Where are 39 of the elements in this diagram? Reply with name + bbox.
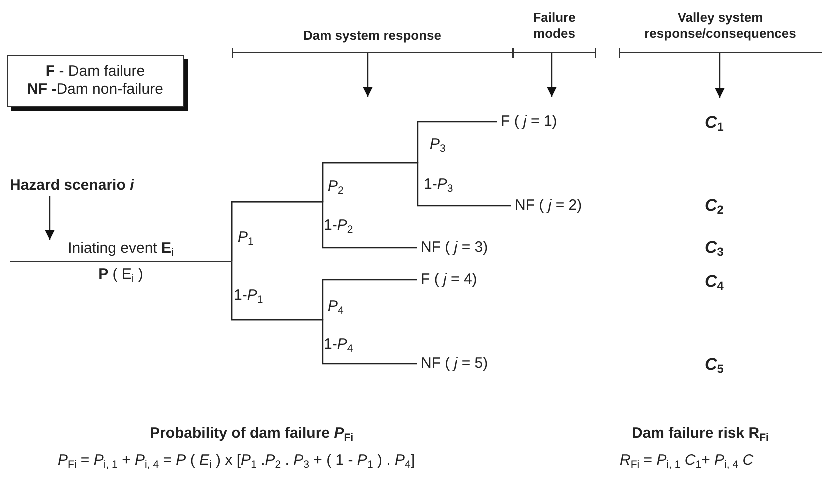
key-text: F - Dam failure [46, 63, 146, 81]
header-text: Valley system response/consequences [644, 10, 798, 42]
arrow [547, 53, 557, 97]
outcome-label: NF ( j = 3) [421, 239, 488, 257]
branch-probability: P$_{4}$ [328, 298, 344, 316]
consequence-label: C$_{2}$ [705, 197, 724, 215]
event-text: Iniating event E$_{i}$ [67, 240, 175, 258]
arrow [45, 196, 55, 240]
branch-probability: 1-P$_{1}$ [234, 287, 264, 305]
outcome-label: F ( j = 4) [421, 271, 478, 289]
arrow [715, 53, 725, 98]
branch-line [231, 261, 417, 365]
formula-heading: Dam failure risk R$_{Fi}$ [632, 425, 769, 443]
key-text: NF -Dam non-failure [28, 81, 164, 99]
outcome-label: F ( j = 1) [501, 113, 558, 131]
branch-probability: P$_{2}$ [328, 178, 344, 196]
stage-header [232, 28, 513, 58]
formula-heading: Probability of dam failure P$_{Fi}$ [150, 425, 354, 443]
probability-text: P ( E$_{i}$ ) [98, 266, 144, 284]
stage-header [619, 10, 822, 58]
outcome-label: NF ( j = 5) [421, 355, 488, 373]
branch-probability: 1-P$_{3}$ [424, 176, 454, 194]
header-text: Failure modes [532, 10, 577, 42]
branch-probability: P$_{3}$ [430, 136, 446, 154]
arrow [363, 53, 373, 97]
formula: P$_{Fi}$ = P$_{i, 1}$ + P$_{i, 4}$ = P ( E$_{i}$ ) x [P$_{1}$ .P$_{2}$ . P$_{3}$ + ( 1 - P$_{1}$ ) . P$_{4}$] [58, 452, 415, 470]
branch-probability: P$_{1}$ [238, 229, 254, 247]
branch-line [231, 201, 417, 261]
scenario-label: Hazard scenario i [10, 177, 134, 195]
formula: R$_{Fi}$ = P$_{i, 1}$ C$_{1}$+ P$_{i, 4}$ C [620, 452, 754, 470]
branch-probability: 1-P$_{2}$ [324, 217, 354, 235]
consequence-label: C$_{4}$ [705, 273, 724, 291]
stage-header [513, 10, 596, 58]
consequence-label: C$_{5}$ [705, 356, 724, 374]
outcome-label: NF ( j = 2) [515, 197, 582, 215]
consequence-label: C$_{3}$ [705, 239, 724, 257]
header-text: Dam system response [302, 28, 442, 44]
consequence-label: C$_{1}$ [705, 114, 724, 132]
branch-probability: 1-P$_{4}$ [324, 336, 354, 354]
